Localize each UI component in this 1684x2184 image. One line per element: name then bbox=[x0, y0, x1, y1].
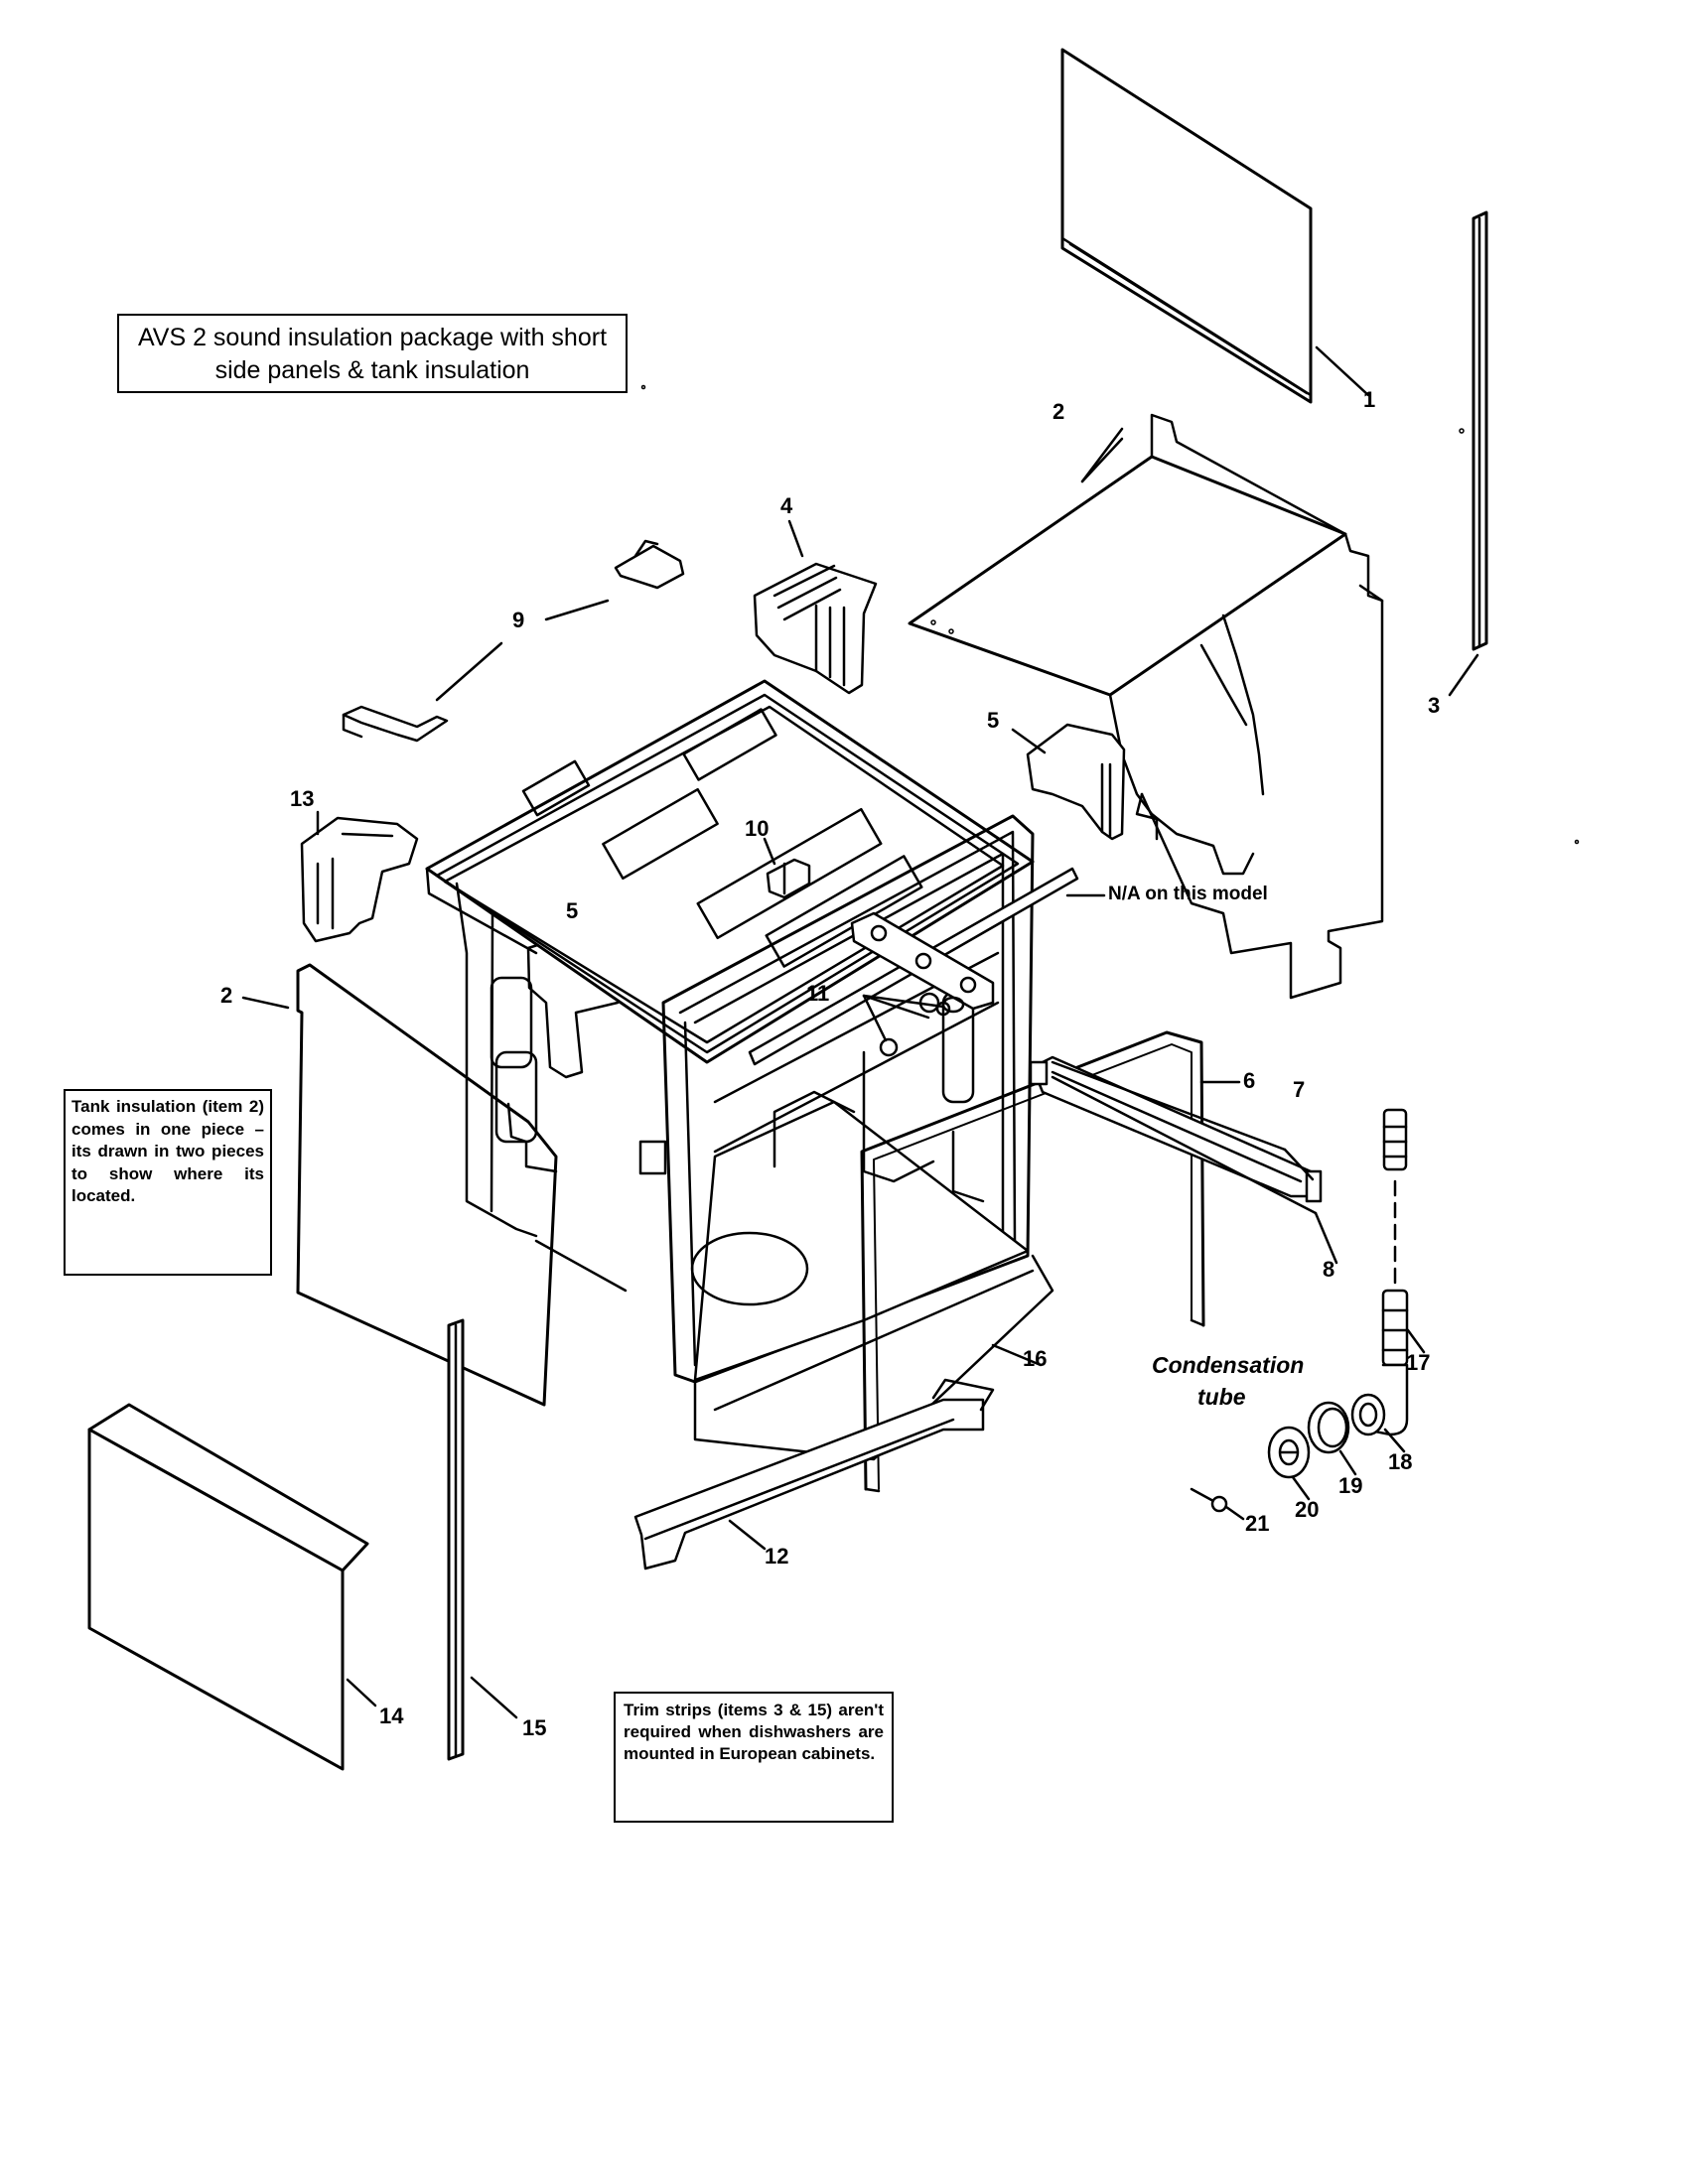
callout-9: 9 bbox=[512, 608, 525, 632]
trim-strips-note: Trim strips (items 3 & 15) aren't requir… bbox=[614, 1692, 894, 1823]
part-13-bracket bbox=[300, 816, 419, 943]
leader-line bbox=[763, 837, 776, 866]
part-5-bracket-right bbox=[1026, 723, 1126, 841]
callout-13: 13 bbox=[290, 786, 315, 811]
part-19-ring bbox=[1307, 1401, 1350, 1454]
callout-21: 21 bbox=[1245, 1511, 1270, 1536]
leader-line bbox=[470, 1676, 518, 1719]
condensation-tube-caption-line1: Condensation bbox=[1152, 1352, 1305, 1378]
part-1-rear-panel bbox=[1060, 48, 1313, 404]
callout-4: 4 bbox=[780, 493, 793, 518]
callout-20: 20 bbox=[1295, 1497, 1320, 1522]
callout-6: 6 bbox=[1243, 1068, 1256, 1093]
leader-line bbox=[787, 519, 804, 558]
leader-line bbox=[862, 994, 945, 1042]
tub-front-frame bbox=[638, 814, 1035, 1384]
part-18-elbow bbox=[1350, 1363, 1409, 1436]
part-15-trim-strip bbox=[447, 1318, 465, 1761]
na-on-this-model-label: N/A on this model bbox=[1108, 884, 1268, 904]
leader-line bbox=[1406, 1328, 1426, 1354]
callout-8: 8 bbox=[1323, 1257, 1335, 1282]
part-21-screw bbox=[1190, 1487, 1228, 1513]
part-2-top-side-insulation bbox=[908, 413, 1384, 1000]
part-3-trim-strip bbox=[1472, 210, 1488, 651]
leader-line bbox=[241, 996, 290, 1010]
callout-1: 1 bbox=[1363, 387, 1376, 412]
tank-insulation-note: Tank insulation (item 2) comes in one pi… bbox=[64, 1089, 272, 1276]
leader-line bbox=[1011, 728, 1047, 754]
callout-5-left: 5 bbox=[566, 898, 579, 923]
scan-specks bbox=[640, 384, 1580, 845]
leader-line bbox=[728, 1519, 767, 1551]
leader-line bbox=[346, 1678, 377, 1707]
leader-line bbox=[1448, 653, 1479, 697]
part-7-rail bbox=[1029, 1055, 1323, 1203]
part-9-bracket-top bbox=[614, 539, 685, 590]
leader-line bbox=[1051, 1060, 1338, 1265]
callout-5-right: 5 bbox=[987, 708, 1000, 733]
title-note-box: AVS 2 sound insulation package with shor… bbox=[117, 314, 628, 393]
part-4-bracket bbox=[753, 562, 878, 695]
part-2-left-side-insulation bbox=[296, 963, 558, 1407]
callout-17: 17 bbox=[1406, 1350, 1431, 1375]
leader-line bbox=[1383, 1428, 1406, 1453]
callout-10: 10 bbox=[745, 816, 770, 841]
part-10-clip bbox=[766, 858, 811, 899]
leader-line bbox=[1080, 427, 1124, 483]
callout-14: 14 bbox=[379, 1704, 404, 1728]
callout-16: 16 bbox=[1023, 1346, 1048, 1371]
callout-11: 11 bbox=[806, 981, 830, 1006]
tub-inner-floor bbox=[690, 991, 1054, 1461]
callout-2-top: 2 bbox=[1052, 399, 1065, 424]
part-12-bottom-rail bbox=[633, 1378, 995, 1570]
part-14-toe-panel bbox=[87, 1403, 369, 1771]
callout-3: 3 bbox=[1428, 693, 1441, 718]
part-17-tube-fitting bbox=[1381, 1108, 1409, 1367]
leader-line bbox=[1315, 345, 1370, 397]
callout-19: 19 bbox=[1338, 1473, 1363, 1498]
part-20-washer bbox=[1267, 1426, 1311, 1479]
callout-18: 18 bbox=[1388, 1449, 1413, 1474]
callout-2-left: 2 bbox=[220, 983, 233, 1008]
callout-15: 15 bbox=[522, 1715, 547, 1740]
callout-7: 7 bbox=[1293, 1077, 1306, 1102]
leader-line bbox=[1291, 1475, 1311, 1501]
callout-12: 12 bbox=[765, 1544, 789, 1569]
leader-line bbox=[991, 1343, 1245, 1521]
condensation-tube-caption-line2: tube bbox=[1197, 1384, 1246, 1410]
leader-line bbox=[1338, 1449, 1357, 1476]
leader-line bbox=[435, 599, 610, 702]
part-9-bracket-bottom bbox=[342, 705, 449, 743]
